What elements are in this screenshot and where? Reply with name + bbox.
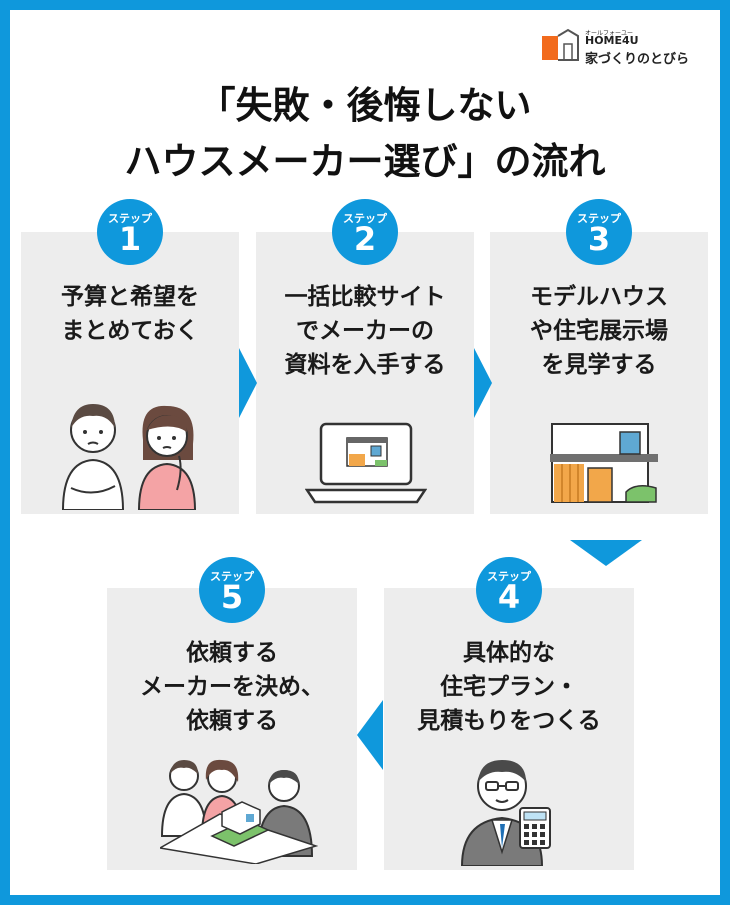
arrow-right-icon — [474, 348, 492, 418]
step-text-line: 資料を入手する — [284, 352, 446, 378]
step-badge-5: ステップ 5 — [199, 557, 265, 623]
salesman-calculator-icon — [460, 760, 551, 866]
arrow-down-icon — [570, 540, 642, 566]
step-text-line: でメーカーの — [296, 318, 434, 344]
logo-brand: HOME4U — [585, 34, 639, 47]
step-panel-1 — [21, 232, 239, 514]
arrow-right-icon — [239, 348, 257, 418]
logo: オールフォーユー HOME4U 家づくりのとびら — [540, 28, 710, 67]
step-number: 3 — [587, 220, 611, 258]
title-line-1: 「失敗・後悔しない — [198, 84, 532, 127]
step-label: ステップ — [108, 212, 152, 225]
step-label: ステップ — [577, 212, 621, 225]
step-text-line: を見学する — [541, 352, 657, 378]
step-text-line: 依頼する — [186, 640, 278, 666]
step-text-line: 住宅プラン・ — [440, 674, 578, 700]
couple-thinking-icon — [61, 404, 197, 510]
step-badge-2: ステップ 2 — [332, 199, 398, 265]
step-text-1: 予算と希望を まとめておく — [21, 280, 239, 348]
step-text-3: モデルハウス や住宅展示場 を見学する — [490, 280, 708, 382]
step-number: 4 — [497, 578, 521, 616]
step-text-line: まとめておく — [61, 318, 199, 344]
arrow-left-icon — [357, 700, 383, 770]
house-logo-icon — [542, 28, 579, 61]
step-label: ステップ — [210, 570, 254, 583]
meeting-icon — [160, 759, 318, 864]
step-text-5: 依頼する メーカーを決め、 依頼する — [107, 636, 357, 738]
step-text-line: モデルハウス — [530, 284, 668, 310]
step-text-line: メーカーを決め、 — [140, 674, 324, 700]
step-badge-4: ステップ 4 — [476, 557, 542, 623]
step-text-line: 見積もりをつくる — [417, 708, 601, 734]
step-number: 1 — [118, 220, 142, 258]
step-text-line: 一括比較サイト — [284, 284, 446, 310]
step-label: ステップ — [487, 570, 531, 583]
step-text-4: 具体的な 住宅プラン・ 見積もりをつくる — [384, 636, 634, 738]
step-badge-1: ステップ 1 — [97, 199, 163, 265]
step-text-line: 依頼する — [186, 708, 278, 734]
logo-tagline: 家づくりのとびら — [585, 52, 690, 67]
page-title: 「失敗・後悔しない ハウスメーカー選び」の流れ — [0, 78, 730, 190]
step-number: 2 — [353, 220, 377, 258]
laptop-house-icon — [305, 422, 427, 504]
step-text-line: 予算と希望を — [61, 284, 199, 310]
step-number: 5 — [220, 578, 244, 616]
step-text-2: 一括比較サイト でメーカーの 資料を入手する — [256, 280, 474, 382]
step-label: ステップ — [343, 212, 387, 225]
title-line-2: ハウスメーカー選び」の流れ — [124, 140, 606, 183]
step-text-line: や住宅展示場 — [530, 318, 668, 344]
logo-small-text: オールフォーユー — [585, 30, 634, 37]
step-badge-3: ステップ 3 — [566, 199, 632, 265]
step-text-line: 具体的な — [463, 640, 555, 666]
model-house-icon — [550, 423, 658, 503]
